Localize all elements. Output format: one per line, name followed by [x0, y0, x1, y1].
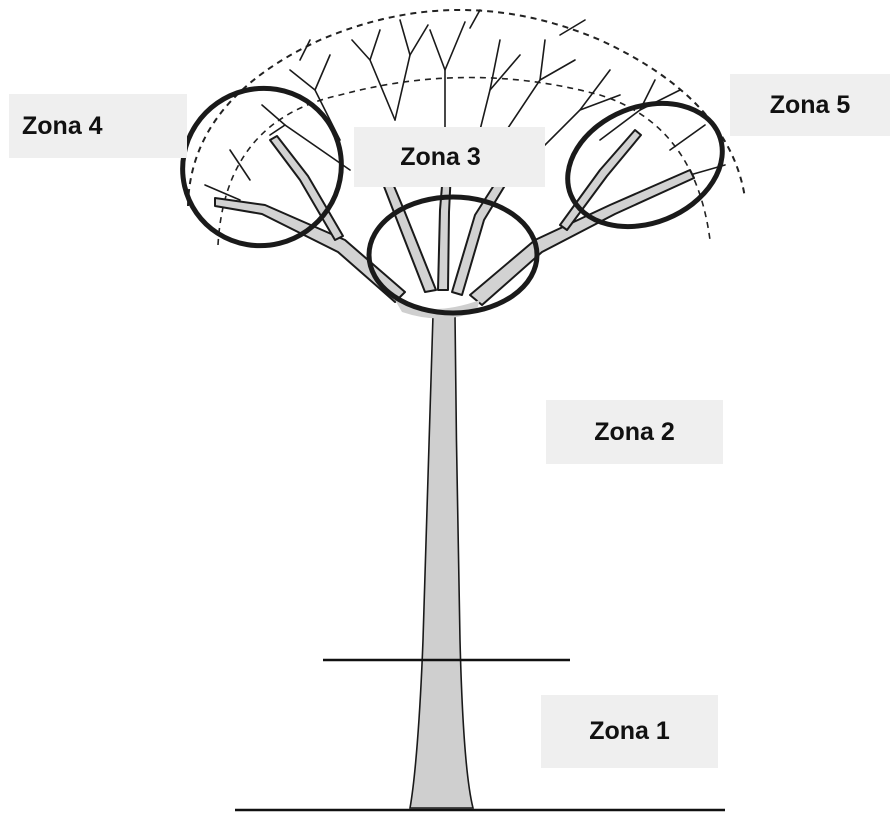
zone-3-ellipse	[369, 197, 537, 313]
trunk	[410, 315, 473, 808]
zone-1-label: Zona 1	[541, 695, 718, 768]
zone-3-label: Zona 3	[354, 127, 545, 187]
zone-5-label: Zona 5	[730, 74, 890, 136]
zone-2-label: Zona 2	[546, 400, 723, 464]
zone-4-label: Zona 4	[9, 94, 187, 158]
